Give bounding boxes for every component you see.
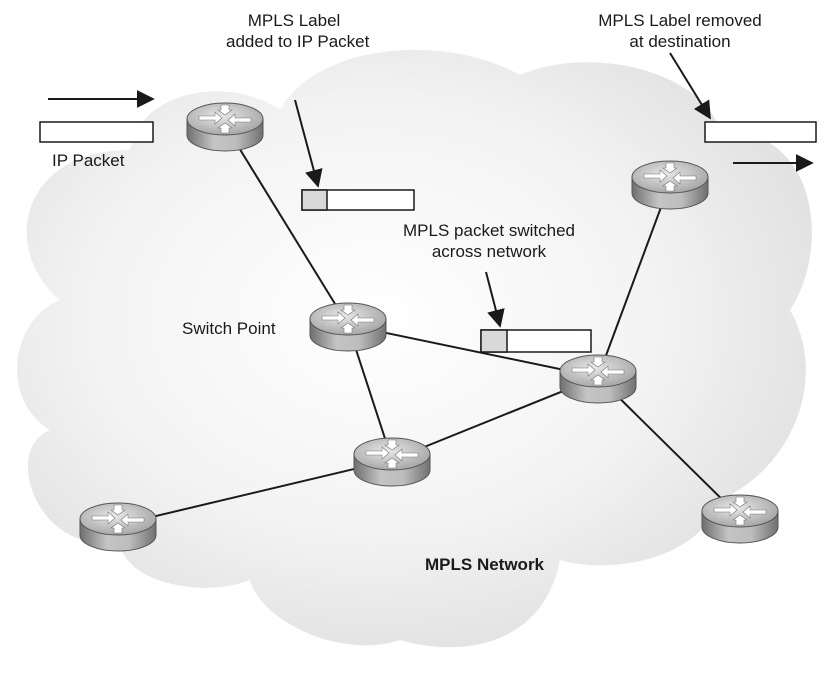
mpls-label-segment [301,189,328,211]
labeled-packet-added [301,189,415,211]
switched-line1: MPLS packet switched [403,221,575,240]
labeled-packet-switched [480,329,592,353]
callout-arrow-icon [485,271,505,328]
label-removed-caption: MPLS Label removed at destination [595,10,765,52]
router-icon [701,494,779,544]
link-r5-r3 [117,459,393,526]
switched-line2: across network [431,242,547,261]
router-icon [186,102,264,152]
label-added-line2: added to IP Packet [226,32,370,51]
label-added-line1: MPLS Label [247,11,341,30]
router-icon [79,502,157,552]
ip-packet-out-box [704,121,817,143]
router-icon [309,302,387,352]
link-r4-r6 [597,182,671,378]
ip-packet-box [39,121,154,143]
router-icon [353,437,431,487]
switch-point-label: Switch Point [182,319,276,338]
router-icon [559,354,637,404]
mpls-cloud [17,49,812,648]
callout-arrow-icon [669,52,711,120]
label-added-caption: MPLS Label added to IP Packet [226,10,370,52]
network-label: MPLS Network [425,555,545,574]
label-removed-line2: at destination [629,32,731,51]
mpls-label-segment [480,329,508,353]
ip-packet-label: IP Packet [52,151,125,170]
link-r2-r4 [347,324,599,378]
switched-caption: MPLS packet switched across network [394,220,584,262]
link-r1-r2 [224,124,349,326]
label-removed-line1: MPLS Label removed [598,11,762,30]
callout-arrow-icon [294,99,323,188]
router-icon [631,160,709,210]
link-r4-r7 [597,376,741,518]
